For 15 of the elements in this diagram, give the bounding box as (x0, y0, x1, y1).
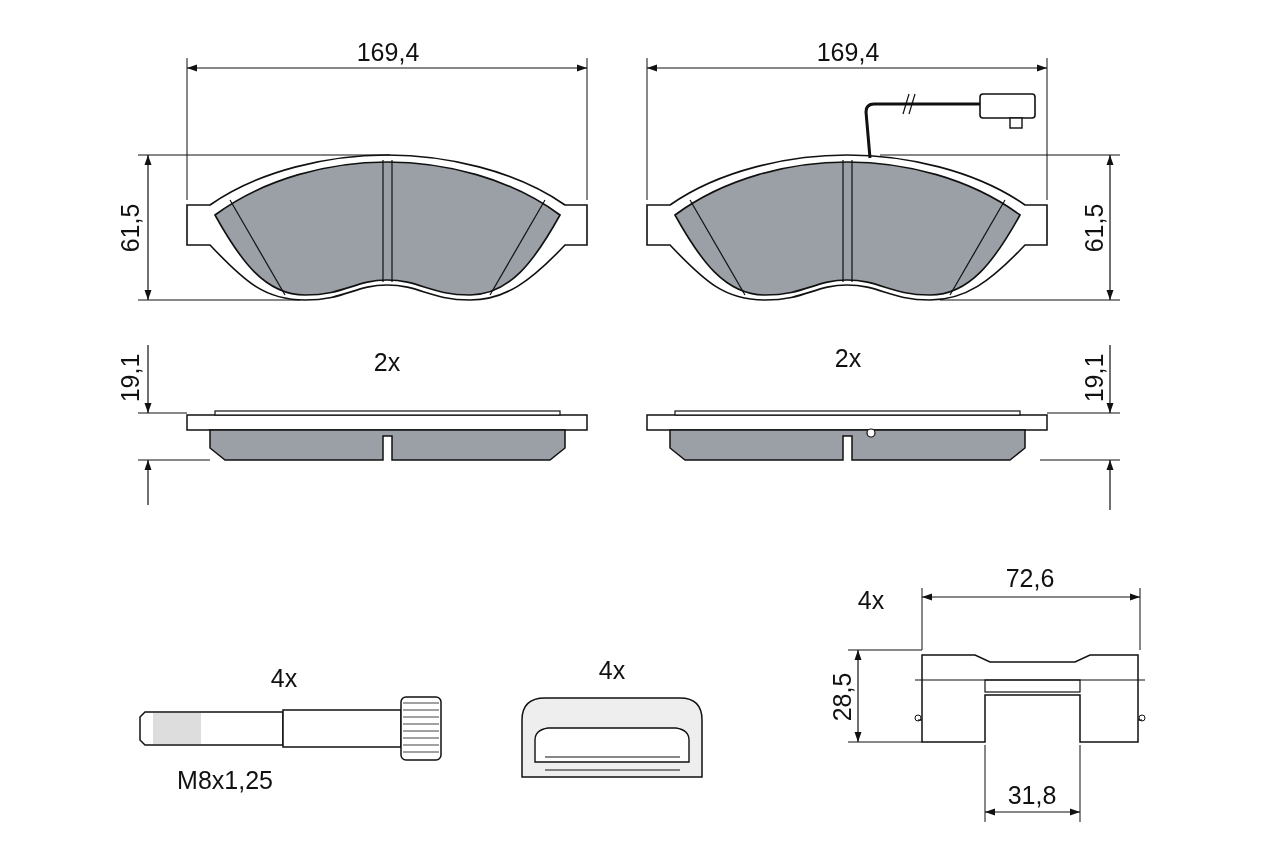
dimension-label: 28,5 (829, 672, 855, 722)
quantity-label: 2x (834, 345, 862, 371)
dimension-label: 61,5 (1081, 203, 1107, 253)
thread-label: M8x1,25 (177, 767, 273, 793)
quantity-label: 4x (857, 587, 885, 613)
dimension-label: 19,1 (1081, 353, 1107, 403)
quantity-label: 4x (270, 665, 298, 691)
dimension-label: 169,4 (356, 39, 420, 65)
dimension-label: 169,4 (816, 39, 880, 65)
dimension-label: 19,1 (117, 353, 143, 403)
dimension-label: 72,6 (1005, 565, 1055, 591)
dimension-label: 31,8 (1007, 782, 1057, 808)
dimension-label: 61,5 (117, 203, 143, 253)
quantity-label: 2x (373, 349, 401, 375)
quantity-label: 4x (598, 657, 626, 683)
